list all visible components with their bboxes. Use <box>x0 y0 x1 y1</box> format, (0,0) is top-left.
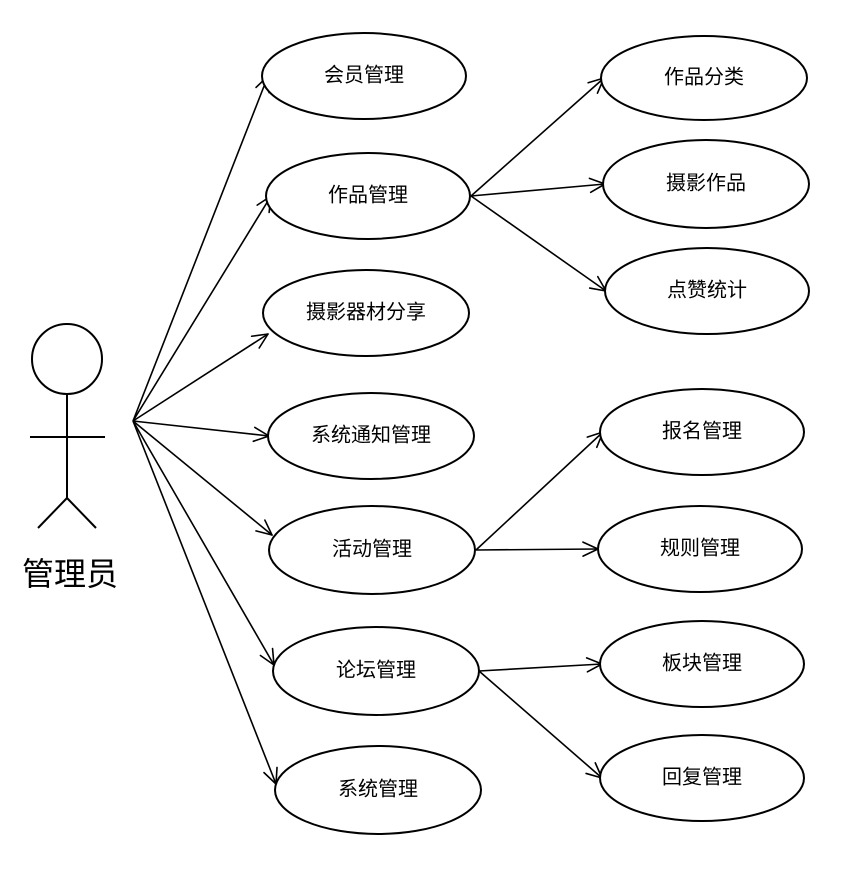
association-actor-equipment <box>132 333 269 422</box>
use-case-rules: 规则管理 <box>597 505 803 593</box>
association-actor-works <box>132 195 272 422</box>
use-case-likes-ellipse <box>604 247 810 335</box>
arrowhead-activity-lower <box>264 519 273 536</box>
arrowhead-rules-upper <box>582 548 599 557</box>
use-case-notice-ellipse <box>267 392 475 480</box>
use-case-photo-ellipse <box>602 139 810 229</box>
use-case-forum-label: 论坛管理 <box>336 658 416 682</box>
actor-left-leg <box>37 497 68 529</box>
arrowhead-activity-upper <box>255 530 273 536</box>
use-case-category: 作品分类 <box>600 35 808 121</box>
arrowhead-forum-upper <box>259 654 275 666</box>
use-case-reply: 回复管理 <box>599 734 805 822</box>
arrowhead-likes-upper <box>588 287 607 292</box>
use-case-rules-label: 规则管理 <box>660 536 740 560</box>
use-case-rules-ellipse <box>597 505 803 593</box>
use-case-category-ellipse <box>600 35 808 121</box>
association-forum-board <box>478 663 603 672</box>
use-case-equipment-label: 摄影器材分享 <box>306 300 426 324</box>
use-case-forum: 论坛管理 <box>272 626 480 716</box>
association-actor-notice <box>132 420 270 437</box>
association-works-photo <box>470 183 606 197</box>
use-case-reply-ellipse <box>599 734 805 822</box>
use-case-member-ellipse <box>261 32 467 120</box>
use-case-equipment: 摄影器材分享 <box>262 269 470 357</box>
use-case-system-ellipse <box>274 745 482 835</box>
arrowhead-notice-upper <box>252 435 270 443</box>
use-case-member: 会员管理 <box>261 32 467 120</box>
arrowhead-equipment-upper <box>258 333 269 349</box>
association-activity-signup <box>475 431 604 551</box>
use-case-system-label: 系统管理 <box>338 777 418 801</box>
use-case-member-label: 会员管理 <box>324 63 404 87</box>
association-actor-member <box>132 75 269 422</box>
association-actor-system <box>132 420 277 785</box>
actor-right-leg <box>66 497 97 529</box>
arrowhead-system-upper <box>263 771 277 785</box>
use-case-works: 作品管理 <box>265 152 471 240</box>
use-case-board-ellipse <box>599 620 805 708</box>
association-works-category <box>470 77 605 197</box>
use-case-board: 板块管理 <box>599 620 805 708</box>
association-actor-activity <box>132 420 273 536</box>
use-case-board-label: 板块管理 <box>662 651 742 675</box>
use-case-photo-label: 摄影作品 <box>666 171 746 195</box>
use-case-signup: 报名管理 <box>599 388 805 476</box>
use-case-signup-label: 报名管理 <box>662 419 742 443</box>
use-case-notice: 系统通知管理 <box>267 392 475 480</box>
arrowhead-notice-lower <box>254 426 270 437</box>
use-case-activity-label: 活动管理 <box>332 537 412 561</box>
actor-admin: 管理员 <box>22 323 118 593</box>
actor-label: 管理员 <box>22 555 118 593</box>
use-case-notice-label: 系统通知管理 <box>311 423 431 447</box>
association-works-likes <box>470 195 607 292</box>
arrowhead-rules-lower <box>582 541 599 550</box>
use-case-system: 系统管理 <box>274 745 482 835</box>
use-case-likes: 点赞统计 <box>604 247 810 335</box>
use-case-forum-ellipse <box>272 626 480 716</box>
arrowhead-forum-lower <box>271 647 275 666</box>
association-lines <box>132 75 607 785</box>
use-case-works-label: 作品管理 <box>328 183 408 207</box>
use-case-activity-ellipse <box>268 505 476 595</box>
actor-head <box>31 323 103 395</box>
use-case-equipment-ellipse <box>262 269 470 357</box>
use-case-works-ellipse <box>265 152 471 240</box>
use-case-activity: 活动管理 <box>268 505 476 595</box>
association-actor-forum <box>132 420 275 666</box>
use-case-reply-label: 回复管理 <box>662 765 742 789</box>
association-forum-reply <box>478 670 603 779</box>
use-case-photo: 摄影作品 <box>602 139 810 229</box>
use-case-signup-ellipse <box>599 388 805 476</box>
arrowhead-equipment-lower <box>250 333 269 338</box>
use-case-likes-label: 点赞统计 <box>667 278 747 302</box>
use-case-category-label: 作品分类 <box>664 65 744 89</box>
association-activity-rules <box>475 548 599 551</box>
